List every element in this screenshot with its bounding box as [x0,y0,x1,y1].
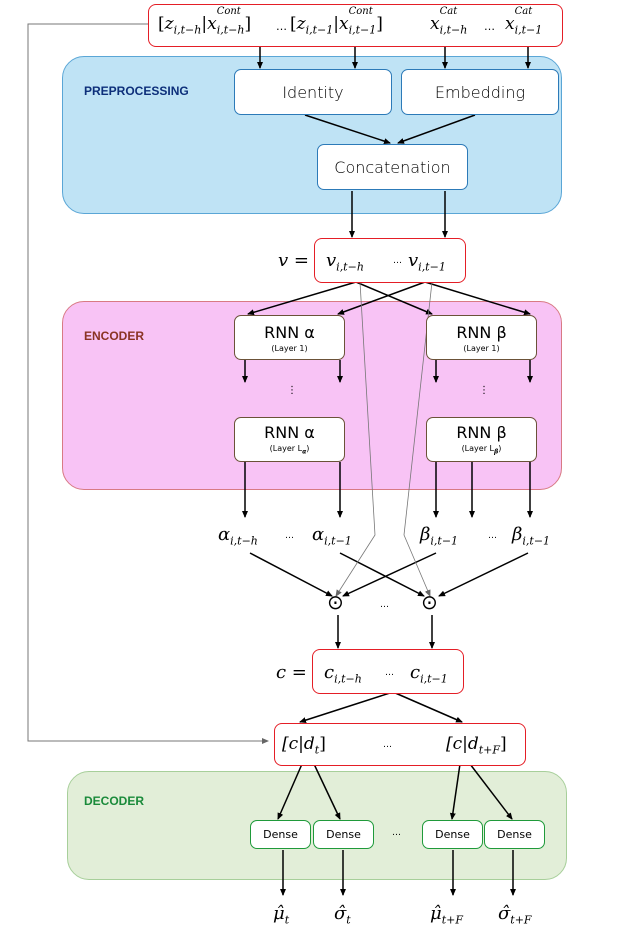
dense-sigma-t-label: Dense [326,828,361,841]
concatenation-label: Concatenation [334,157,451,177]
alpha-dots: … [285,531,294,541]
rnn-beta-layerL-sub: (Layer Lβ) [461,444,502,456]
v-dots: … [393,256,402,266]
output-mu-tF: μ̂t+F [430,903,463,927]
alpha-first: αi,t−h [218,524,258,548]
dense-mu-tF: Dense [422,820,483,849]
rnn-beta-layer1: RNN β (Layer 1) [426,315,537,360]
cd-box [274,723,526,766]
cd-first: [c|dt] [282,734,326,757]
embedding-label: Embedding [434,82,526,102]
beta-first: βi,t−1 [420,524,459,548]
dense-sigma-t: Dense [313,820,374,849]
decoder-label: DECODER [84,794,145,808]
dense-sigma-tF: Dense [484,820,545,849]
c-first: ci,t−h [324,662,362,686]
rnn-alpha-layerL-title: RNN α [264,423,315,443]
identity-label: Identity [282,82,344,102]
alpha-vdots: ⋮ [287,385,297,396]
rnn-beta-layerL: RNN β (Layer Lβ) [426,417,537,462]
hadamard-dots: … [380,600,389,610]
c-last: ci,t−1 [410,662,448,686]
rnn-beta-layerL-title: RNN β [456,423,507,443]
v-lhs: v = [278,250,309,271]
c-box [312,649,464,694]
input-row-box [148,4,563,47]
rnn-alpha-layer1: RNN α (Layer 1) [234,315,345,360]
c-dots: … [385,668,394,678]
dense-mu-tF-label: Dense [435,828,470,841]
rnn-alpha-layerL-sub: (Layer Lα) [269,444,310,456]
input-cat-dots: … [484,20,495,33]
output-mu-t: μ̂t [273,903,290,927]
hadamard-right: ⊙ [421,590,438,614]
v-last: vi,t−1 [408,250,446,274]
hadamard-left: ⊙ [327,590,344,614]
rnn-alpha-layerL: RNN α (Layer Lα) [234,417,345,462]
output-sigma-t: σ̂t [334,903,351,927]
preprocessing-label: PREPROCESSING [84,84,189,98]
beta-last: βi,t−1 [512,524,551,548]
rnn-beta-layer1-title: RNN β [456,322,507,342]
identity-box: Identity [234,69,392,115]
embedding-box: Embedding [401,69,559,115]
beta-vdots: ⋮ [479,385,489,396]
encoder-label: ENCODER [84,329,145,343]
v-first: vi,t−h [326,250,364,274]
input-sep-dots: … [276,20,287,33]
dense-mu-t-label: Dense [263,828,298,841]
alpha-last: αi,t−1 [312,524,352,548]
v-box [314,238,466,283]
beta-dots: … [488,531,497,541]
cd-dots: … [383,740,392,750]
dense-mu-t: Dense [250,820,311,849]
rnn-alpha-layer1-sub: (Layer 1) [271,343,308,353]
rnn-beta-layer1-sub: (Layer 1) [463,343,500,353]
concatenation-box: Concatenation [317,144,468,190]
dense-dots: … [392,828,401,838]
dense-sigma-tF-label: Dense [497,828,532,841]
c-lhs: c = [276,662,307,683]
rnn-alpha-layer1-title: RNN α [264,322,315,342]
output-sigma-tF: σ̂t+F [498,903,532,927]
cd-last: [c|dt+F] [446,734,507,757]
